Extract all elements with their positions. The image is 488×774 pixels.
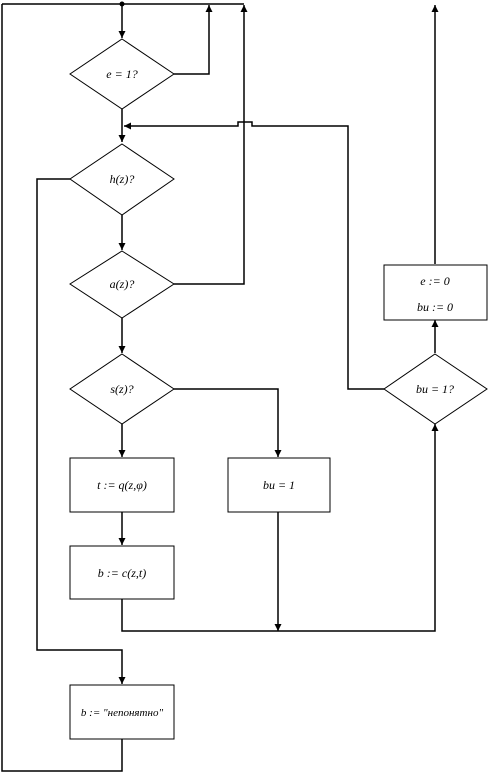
- s-check-label: s(z)?: [110, 382, 133, 396]
- b-assign-box: [69, 545, 175, 600]
- b-assign-label: b := c(z,t): [98, 566, 146, 580]
- reset-bu-label: bu := 0: [417, 300, 453, 314]
- connector-h-check-left-branch: [36, 178, 126, 684]
- h-check-diamond: [69, 143, 175, 216]
- h-check-label: h(z)?: [110, 172, 135, 186]
- reset-box: [383, 264, 488, 321]
- labels: e = 1? h(z)? a(z)? s(z)? t := q(z,φ) b :…: [81, 67, 454, 719]
- bu-set-box: [227, 457, 331, 513]
- reset-e-label: e := 0: [420, 274, 449, 288]
- b-unknown-label: b := "непонятно": [81, 707, 164, 719]
- shapes: [69, 38, 488, 740]
- connectors: [1, 1, 439, 772]
- bu-set-label: bu = 1: [263, 478, 295, 492]
- bu-check-diamond: [383, 353, 488, 425]
- a-check-diamond: [69, 250, 175, 319]
- e-check-label: e = 1?: [106, 67, 137, 81]
- connector-unknown-return-loop: [1, 4, 123, 772]
- t-assign-label: t := q(z,φ): [97, 478, 147, 492]
- connector-bu-check-loop-to-junction: [124, 121, 384, 390]
- t-assign-box: [69, 457, 175, 513]
- connector-s-check-to-bu-set: [174, 388, 282, 457]
- bu-check-label: bu = 1?: [416, 382, 454, 396]
- s-check-diamond: [69, 353, 175, 425]
- b-unknown-box: [69, 684, 175, 740]
- connector-a-check-right-up: [174, 5, 248, 285]
- e-check-diamond: [69, 38, 175, 110]
- connector-b-assign-to-bu-check: [121, 424, 439, 632]
- a-check-label: a(z)?: [110, 277, 135, 291]
- connector-e-check-yes-up: [174, 5, 213, 75]
